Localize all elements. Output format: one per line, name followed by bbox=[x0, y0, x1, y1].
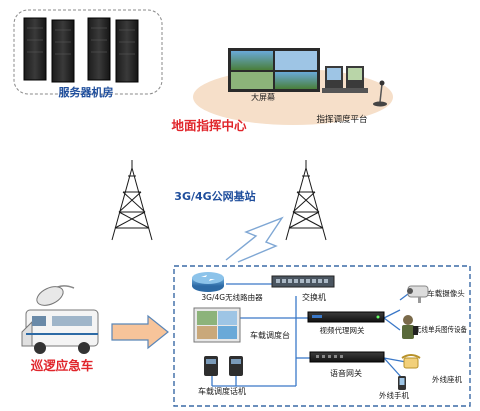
patrol-vehicle-icon bbox=[21, 285, 99, 354]
external-landline-label: 外线座机 bbox=[432, 374, 462, 384]
dispatch-console-icon bbox=[322, 66, 368, 93]
vehicle-phone-icon bbox=[204, 356, 243, 376]
server-room-frame bbox=[13, 9, 163, 95]
vehicle-camera-label: 车载摄像头 bbox=[427, 288, 465, 298]
big-screen-icon bbox=[228, 48, 320, 92]
server-rack-icon bbox=[23, 17, 139, 83]
mobile-phone-icon bbox=[398, 376, 406, 390]
wireless-link-icon bbox=[225, 216, 284, 263]
wireless-router-icon bbox=[192, 272, 224, 292]
server-room-label: 服务器机房 bbox=[59, 85, 114, 99]
landline-phone-icon bbox=[401, 354, 421, 369]
vehicle-network-frame bbox=[173, 265, 471, 407]
voice-gateway-label: 语音网关 bbox=[330, 368, 362, 378]
video-gateway-icon bbox=[307, 311, 385, 323]
camera-icon bbox=[407, 285, 429, 303]
link-arrow-icon bbox=[111, 314, 169, 350]
switch-icon bbox=[271, 275, 335, 288]
voice-gateway-icon bbox=[309, 351, 385, 363]
command-center-group: 大屏幕 指挥调度平台 bbox=[193, 48, 393, 125]
server-room-group: 服务器机房 bbox=[13, 9, 163, 99]
vehicle-console-icon bbox=[193, 307, 241, 343]
soldier-device-label-line: 无线单兵图传设备 bbox=[415, 324, 467, 334]
vehicle-console-label: 车载调度台 bbox=[250, 330, 290, 340]
vehicle-phone-label: 车载调度话机 bbox=[198, 386, 246, 396]
tower-left-icon bbox=[111, 160, 153, 241]
ground-center-label: 地面指挥中心 bbox=[171, 118, 247, 133]
external-mobile-label: 外线手机 bbox=[379, 390, 409, 400]
video-gateway-label: 视频代理网关 bbox=[320, 325, 365, 335]
tower-right-icon bbox=[285, 160, 327, 241]
base-station-label: 3G/4G公网基站 bbox=[174, 189, 255, 203]
big-screen-label: 大屏幕 bbox=[251, 92, 275, 102]
soldier-device-icon bbox=[402, 315, 418, 339]
microphone-icon bbox=[373, 80, 387, 107]
dispatch-platform-label: 指挥调度平台 bbox=[316, 114, 367, 125]
switch-label: 交换机 bbox=[302, 292, 326, 302]
wireless-router-label: 3G/4G无线路由器 bbox=[201, 292, 263, 302]
patrol-vehicle-label: 巡逻应急车 bbox=[31, 358, 94, 373]
